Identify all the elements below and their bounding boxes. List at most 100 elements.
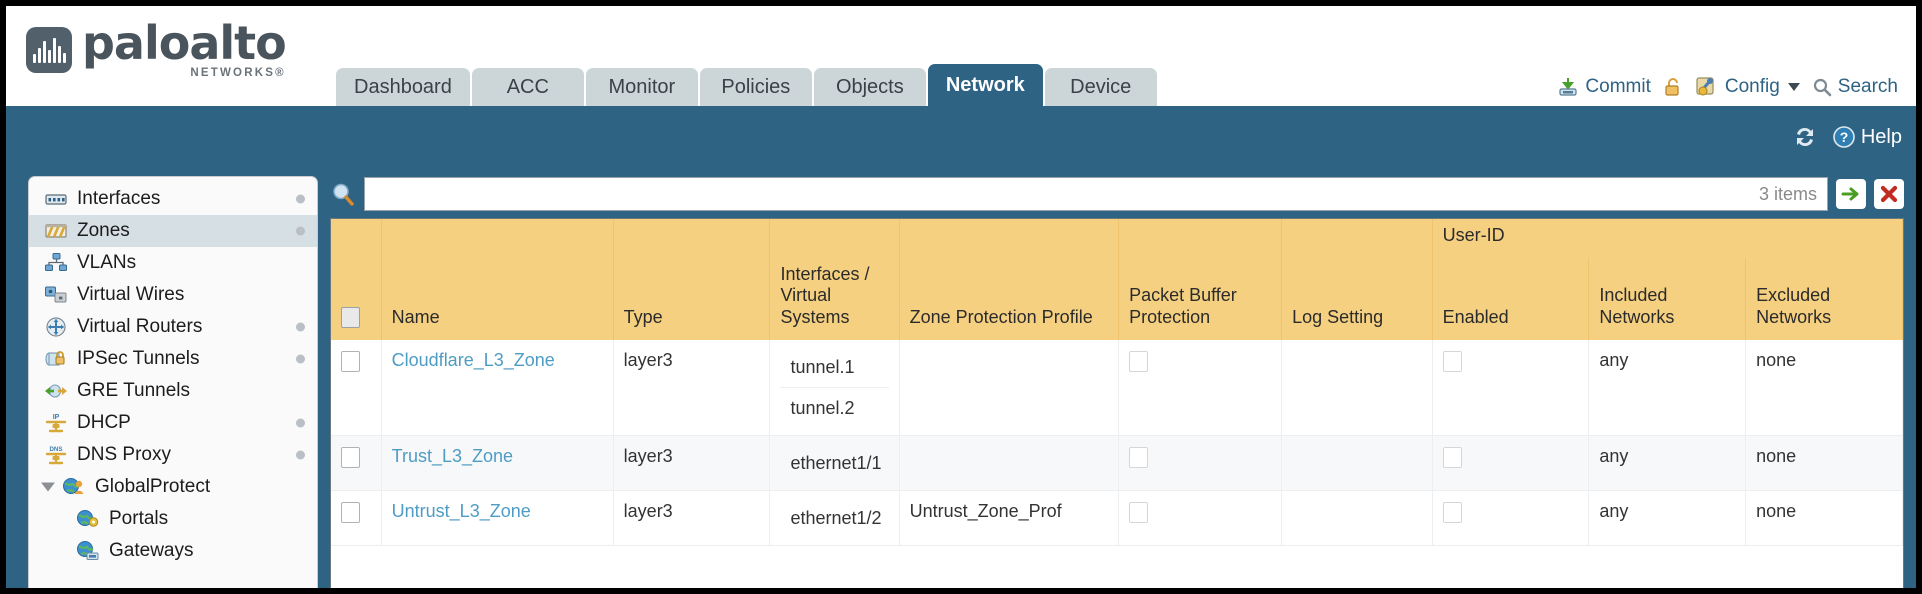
ipsec-tunnels-icon bbox=[45, 351, 65, 366]
refresh-icon[interactable] bbox=[1792, 125, 1818, 149]
search-magnifier-icon[interactable] bbox=[330, 181, 356, 207]
tree-collapse-caret-icon[interactable] bbox=[41, 482, 55, 492]
lock-button[interactable] bbox=[1663, 76, 1683, 98]
search-button[interactable]: Search bbox=[1812, 76, 1898, 98]
packet-buffer-protection-checkbox[interactable] bbox=[1129, 350, 1149, 372]
clear-filter-button[interactable] bbox=[1874, 179, 1904, 209]
green-arrow-icon bbox=[1841, 187, 1859, 201]
zone-name-link[interactable]: Untrust_L3_Zone bbox=[391, 501, 531, 522]
nav-tab-objects[interactable]: Objects bbox=[813, 68, 926, 106]
cell-included-networks: any bbox=[1588, 490, 1747, 547]
apply-filter-button[interactable] bbox=[1836, 179, 1866, 209]
row-select-cell bbox=[331, 490, 382, 547]
sidebar-item-gre-tunnels[interactable]: GRE Tunnels bbox=[29, 375, 317, 407]
sidebar-item-virtual-routers[interactable]: Virtual Routers bbox=[29, 311, 317, 343]
sidebar-item-label: Virtual Wires bbox=[77, 284, 185, 305]
zones-icon-wrap bbox=[43, 220, 69, 242]
top-right-actions: Commit Config bbox=[1557, 76, 1898, 98]
group-header-spacer bbox=[331, 219, 382, 259]
column-header-label: Packet Buffer Protection bbox=[1129, 285, 1237, 327]
packet-buffer-protection-checkbox[interactable] bbox=[1129, 446, 1149, 468]
nav-tab-policies[interactable]: Policies bbox=[699, 68, 812, 106]
nav-tab-monitor[interactable]: Monitor bbox=[585, 68, 698, 106]
sidebar-item-interfaces[interactable]: Interfaces bbox=[29, 183, 317, 215]
nav-tab-label: ACC bbox=[506, 75, 549, 98]
commit-label: Commit bbox=[1585, 76, 1651, 97]
config-menu[interactable]: Config bbox=[1695, 76, 1800, 98]
help-label: Help bbox=[1860, 125, 1902, 148]
cell-type: layer3 bbox=[613, 435, 771, 492]
interface-entry: ethernet1/2 bbox=[790, 508, 882, 529]
commit-button[interactable]: Commit bbox=[1557, 76, 1651, 98]
row-select-cell bbox=[331, 339, 382, 437]
cell-excluded-networks: none bbox=[1745, 435, 1903, 492]
dns-proxy-icon: DNS bbox=[45, 446, 67, 465]
sub-header-band: ? Help bbox=[6, 106, 1916, 168]
zone-name-link[interactable]: Cloudflare_L3_Zone bbox=[391, 349, 555, 370]
unlock-padlock-icon bbox=[1665, 78, 1679, 96]
column-header-zone_prot: Zone Protection Profile bbox=[899, 258, 1120, 340]
nav-tab-label: Device bbox=[1070, 75, 1132, 98]
zone-name-link[interactable]: Trust_L3_Zone bbox=[391, 446, 514, 467]
select-all-checkbox[interactable] bbox=[341, 306, 360, 328]
sidebar-item-label: DNS Proxy bbox=[77, 444, 171, 465]
userid-enabled-checkbox[interactable] bbox=[1442, 446, 1462, 468]
sidebar-item-label: Portals bbox=[109, 508, 169, 529]
nav-tab-device[interactable]: Device bbox=[1044, 68, 1157, 106]
portals-icon-wrap bbox=[75, 508, 101, 530]
cell-userid-enabled bbox=[1432, 490, 1590, 547]
column-header-label: Name bbox=[391, 306, 440, 327]
gre-tunnels-icon bbox=[45, 384, 67, 398]
ipsec-tunnels-icon-wrap bbox=[43, 348, 69, 370]
cell-type: layer3 bbox=[613, 339, 771, 437]
sidebar-item-portals[interactable]: Portals bbox=[29, 503, 317, 535]
interfaces-icon-wrap bbox=[43, 188, 69, 210]
svg-text:?: ? bbox=[1840, 129, 1849, 145]
group-header-spacer bbox=[1118, 219, 1283, 259]
sidebar-item-virtual-wires[interactable]: Virtual Wires bbox=[29, 279, 317, 311]
cell-userid-enabled bbox=[1432, 435, 1590, 492]
cell-packet-buffer-protection bbox=[1118, 490, 1283, 547]
packet-buffer-protection-checkbox[interactable] bbox=[1129, 501, 1149, 523]
cell-interfaces: ethernet1/1 bbox=[769, 435, 900, 492]
nav-tab-dashboard[interactable]: Dashboard bbox=[336, 68, 470, 106]
sidebar-item-ipsec-tunnels[interactable]: IPSec Tunnels bbox=[29, 343, 317, 375]
globalprotect-icon-wrap bbox=[61, 476, 87, 498]
row-select-checkbox[interactable] bbox=[341, 446, 360, 468]
cell-packet-buffer-protection bbox=[1118, 339, 1283, 437]
sidebar-item-gateways[interactable]: Gateways bbox=[29, 535, 317, 567]
help-button[interactable]: ? Help bbox=[1832, 125, 1902, 149]
sidebar-item-status-dot bbox=[296, 354, 305, 364]
vlans-icon-wrap bbox=[43, 252, 69, 274]
search-input[interactable] bbox=[375, 183, 1751, 205]
row-select-checkbox[interactable] bbox=[341, 501, 360, 523]
sidebar-item-label: GRE Tunnels bbox=[77, 380, 190, 401]
gateways-icon-wrap bbox=[75, 540, 101, 562]
nav-tab-label: Network bbox=[945, 73, 1025, 96]
row-select-checkbox[interactable] bbox=[341, 350, 360, 372]
column-header-label: Zone Protection Profile bbox=[909, 306, 1093, 327]
main-nav-tabs: Dashboard ACC Monitor Policies Objects Networ… bbox=[336, 64, 1157, 106]
sidebar-item-zones[interactable]: Zones bbox=[29, 215, 317, 247]
sidebar-item-globalprotect[interactable]: GlobalProtect bbox=[29, 471, 317, 503]
userid-enabled-checkbox[interactable] bbox=[1442, 350, 1462, 372]
nav-tab-label: Policies bbox=[721, 75, 791, 98]
cell-excluded-networks: none bbox=[1745, 490, 1903, 547]
search-label: Search bbox=[1837, 76, 1898, 97]
group-header-spacer bbox=[381, 219, 614, 259]
nav-tab-network[interactable]: Network bbox=[927, 64, 1043, 106]
sidebar-item-vlans[interactable]: VLANs bbox=[29, 247, 317, 279]
sidebar-item-label: Interfaces bbox=[77, 188, 161, 209]
userid-enabled-checkbox[interactable] bbox=[1442, 501, 1462, 523]
nav-tab-acc[interactable]: ACC bbox=[471, 68, 584, 106]
brand-name: paloalto bbox=[82, 16, 287, 70]
sidebar-item-label: VLANs bbox=[77, 252, 137, 273]
sidebar-item-dns-proxy[interactable]: DNS DNS Proxy bbox=[29, 439, 317, 471]
search-field-wrap[interactable]: 3 items bbox=[364, 177, 1828, 211]
